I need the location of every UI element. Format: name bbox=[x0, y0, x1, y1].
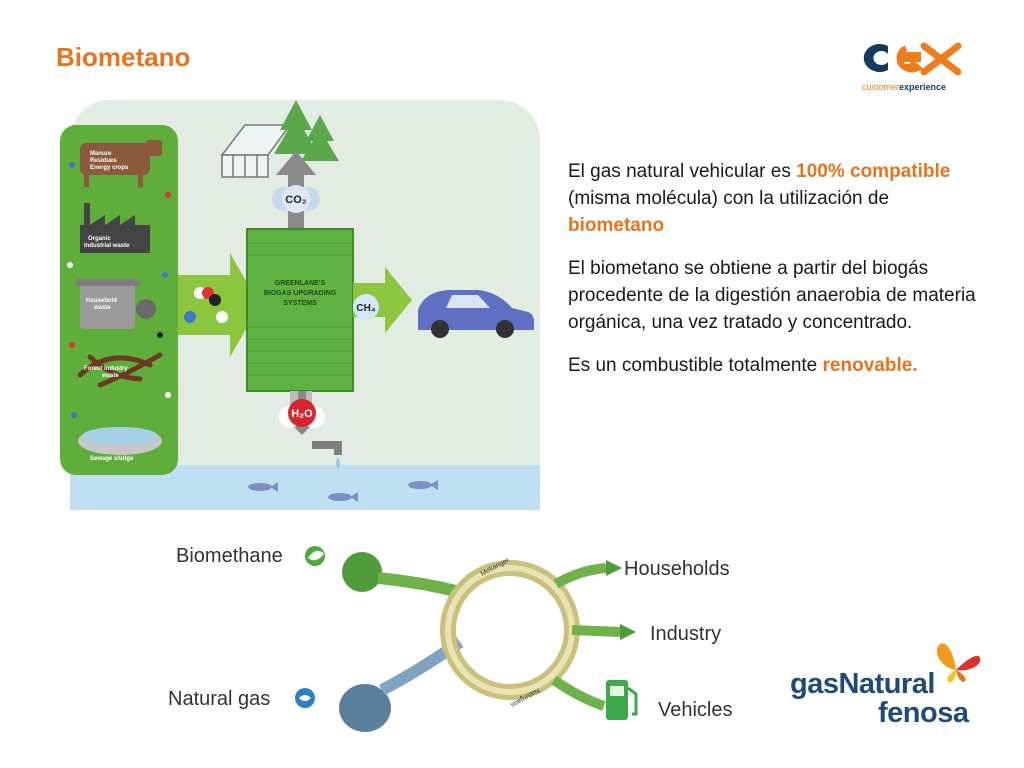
gas-grid-diagram: Biomethane Natural gas Mekanger Naturgas… bbox=[168, 545, 733, 732]
industry-arrow bbox=[620, 624, 636, 640]
cex-tagline-part2: experience bbox=[899, 82, 947, 92]
sewage-sludge-icon bbox=[78, 427, 162, 455]
source-label-forest-waste: waste bbox=[101, 373, 119, 379]
trash-can-icon bbox=[76, 279, 156, 329]
label-industry: Industry bbox=[650, 623, 721, 645]
p1-part-c: (misma molécula) con la utilización de bbox=[568, 188, 890, 209]
flame-badge-icon bbox=[295, 688, 315, 708]
fish-icons bbox=[248, 480, 438, 502]
leaf-badge-icon bbox=[305, 546, 325, 566]
vehicles-pipe bbox=[551, 675, 606, 711]
source-label-crops: Energy crops bbox=[90, 165, 129, 171]
source-label-sludge: Sewage sludge bbox=[90, 456, 134, 462]
p1-highlight-compatible: 100% compatible bbox=[796, 161, 951, 182]
ch4-label: CH₄ bbox=[356, 303, 375, 314]
paragraph-origin: El biometano se obtiene a partir del bio… bbox=[568, 258, 976, 333]
co2-molecule bbox=[272, 185, 320, 213]
gas-natural-wordmark: gasNatural bbox=[790, 668, 935, 700]
slide-title: Biometano bbox=[56, 42, 191, 72]
natural-gas-tank bbox=[339, 684, 391, 732]
biomethane-tank bbox=[342, 552, 382, 592]
water-drop bbox=[336, 457, 340, 469]
biogas-upgrading-diagram: Manure Residues Energy crops Organic Ind… bbox=[60, 100, 540, 510]
car-icon bbox=[418, 290, 534, 338]
ch4-molecule bbox=[353, 294, 379, 320]
h2o-molecule bbox=[279, 399, 325, 428]
tree-icons bbox=[274, 100, 339, 161]
source-label-industrial: Industrial waste bbox=[84, 243, 130, 249]
cex-logo: customerexperience bbox=[858, 40, 968, 100]
molecules-in-arrow bbox=[184, 287, 228, 323]
p1-highlight-biometano: biometano bbox=[568, 215, 665, 236]
cow-icon bbox=[80, 140, 162, 187]
gas-grid-ring-highlight bbox=[445, 565, 575, 695]
source-label-residues: Residues bbox=[90, 158, 117, 164]
industry-pipe bbox=[571, 625, 621, 637]
cex-tagline-part1: customer bbox=[862, 82, 900, 92]
p3-part-a: Es un combustible totalmente bbox=[568, 355, 823, 376]
label-households: Households bbox=[624, 558, 730, 580]
p1-part-a: El gas natural vehicular es bbox=[568, 161, 797, 182]
input-arrow bbox=[178, 253, 260, 357]
cex-logo-mark bbox=[863, 42, 962, 76]
label-natural-gas: Natural gas bbox=[168, 688, 270, 710]
paragraph-compatibility: El gas natural vehicular es 100% compati… bbox=[568, 158, 988, 239]
label-vehicles: Vehicles bbox=[658, 699, 733, 721]
plant-label-line2: BIOGAS UPGRADING bbox=[264, 290, 337, 297]
forest-waste-icon bbox=[77, 352, 163, 388]
plant-label-line1: GREENLANE'S bbox=[275, 280, 326, 287]
greenhouse-icon bbox=[220, 124, 292, 178]
butterfly-icon bbox=[936, 643, 981, 682]
households-arrow bbox=[606, 560, 622, 576]
label-biomethane: Biomethane bbox=[176, 545, 283, 567]
households-pipe bbox=[553, 563, 607, 589]
molecule-dots bbox=[67, 162, 171, 418]
source-label-forest: Forest industry bbox=[84, 366, 128, 372]
source-label-manure: Manure bbox=[90, 151, 112, 157]
h2o-label: H₂O bbox=[291, 408, 313, 420]
plant-label-line3: SYSTEMS bbox=[283, 300, 317, 307]
cex-tagline: customerexperience bbox=[862, 82, 946, 92]
co2-label: CO₂ bbox=[285, 194, 307, 206]
fenosa-wordmark: fenosa bbox=[878, 697, 969, 729]
source-label-organic: Organic bbox=[88, 236, 111, 242]
paragraph-renewable: Es un combustible totalmente renovable. bbox=[568, 352, 988, 379]
fuel-pump-icon bbox=[606, 680, 638, 720]
faucet bbox=[312, 441, 342, 455]
source-label-household: Household bbox=[86, 298, 117, 304]
factory-icon bbox=[80, 203, 150, 253]
upgrading-plant bbox=[246, 228, 354, 392]
body-text: El gas natural vehicular es 100% compati… bbox=[568, 158, 988, 395]
gas-natural-fenosa-logo: gasNatural fenosa bbox=[790, 640, 990, 730]
plant-stripes bbox=[247, 242, 353, 376]
p3-highlight-renewable: renovable. bbox=[822, 355, 918, 376]
source-label-waste: waste bbox=[93, 305, 111, 311]
biomethane-pipe bbox=[377, 572, 462, 598]
